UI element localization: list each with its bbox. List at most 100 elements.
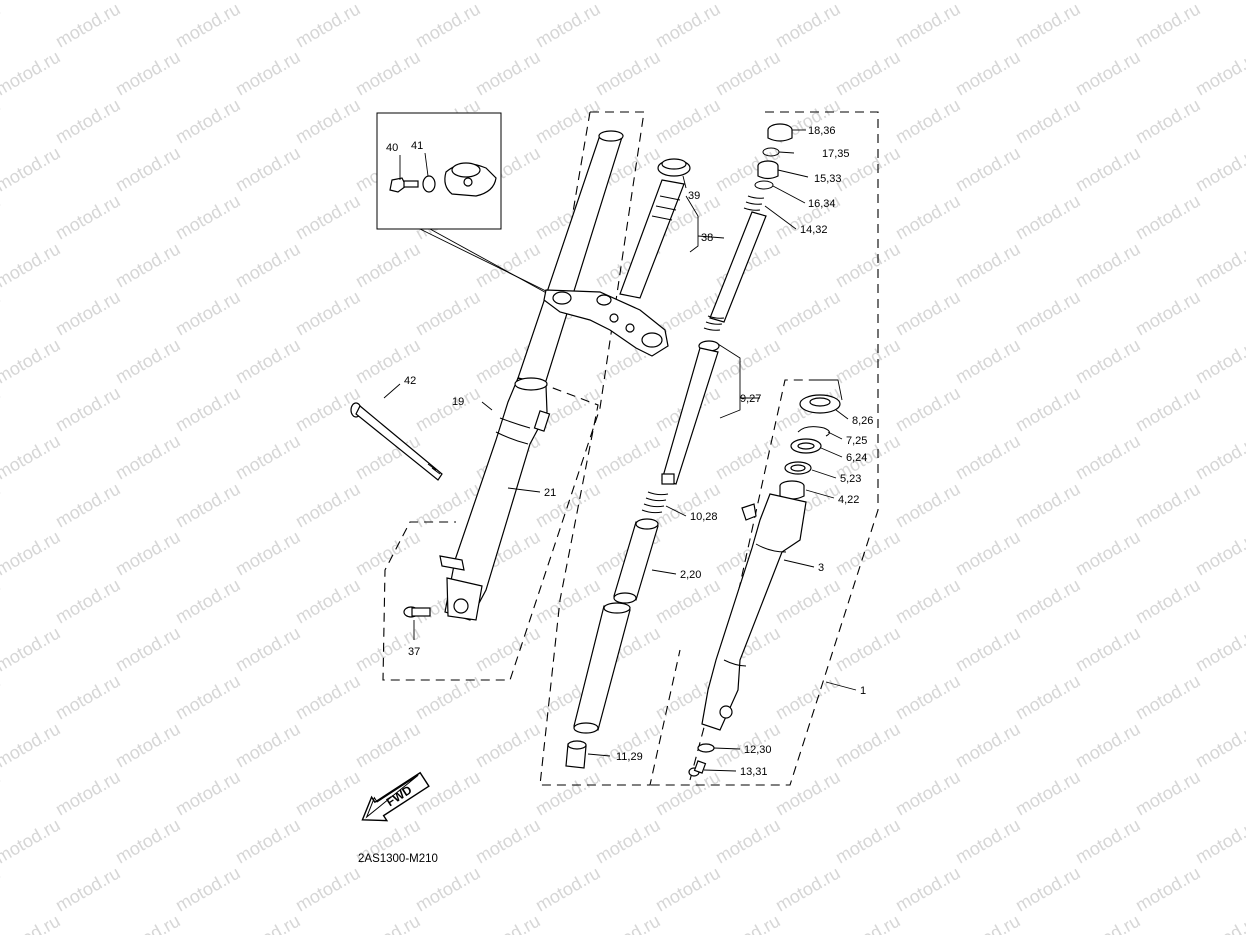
label-40: 40	[386, 142, 398, 154]
watermark-text: motod.ru	[352, 0, 424, 3]
watermark-text: motod.ru	[0, 287, 4, 340]
watermark-text: motod.ru	[292, 191, 364, 244]
watermark-text: motod.ru	[0, 0, 64, 3]
watermark-text: motod.ru	[472, 719, 544, 772]
watermark-text: motod.ru	[352, 239, 424, 292]
label-42: 42	[404, 375, 416, 387]
spacer-2-20-icon	[613, 518, 659, 604]
label-19: 19	[452, 396, 464, 408]
watermark-text: motod.ru	[292, 479, 364, 532]
label-10-28: 10,28	[690, 511, 718, 523]
watermark-text: motod.ru	[832, 527, 904, 580]
watermark-text: motod.ru	[172, 863, 244, 916]
watermark-text: motod.ru	[592, 47, 664, 100]
watermark-text: motod.ru	[892, 671, 964, 724]
watermark-text: motod.ru	[412, 287, 484, 340]
watermark-text: motod.ru	[52, 767, 124, 820]
watermark-text: motod.ru	[1012, 479, 1084, 532]
watermark-text: motod.ru	[1012, 767, 1084, 820]
watermark-text: motod.ru	[772, 575, 844, 628]
watermark-text: motod.ru	[1012, 0, 1084, 51]
label-14-32: 14,32	[800, 224, 828, 236]
watermark-text: motod.ru	[52, 383, 124, 436]
cap-bolt-18-36-icon	[767, 123, 793, 142]
watermark-text: motod.ru	[52, 671, 124, 724]
label-12-30: 12,30	[744, 744, 772, 756]
watermark-text: motod.ru	[1192, 47, 1246, 100]
watermark-text: motod.ru	[172, 191, 244, 244]
watermark-text: motod.ru	[292, 863, 364, 916]
watermark-text: motod.ru	[472, 0, 544, 3]
label-1: 1	[860, 685, 866, 697]
watermark-text: motod.ru	[712, 911, 784, 935]
watermark-text: motod.ru	[52, 479, 124, 532]
watermark-text: motod.ru	[532, 95, 604, 148]
bushing-5-23-icon	[784, 461, 812, 475]
outer-tube-21-icon	[439, 377, 551, 621]
watermark-text: motod.ru	[772, 863, 844, 916]
watermark-text: motod.ru	[172, 0, 244, 51]
label-17-35: 17,35	[822, 148, 850, 160]
watermark-text: motod.ru	[352, 911, 424, 935]
watermark-text: motod.ru	[772, 767, 844, 820]
watermark-text: motod.ru	[1132, 479, 1204, 532]
watermark-text: motod.ru	[352, 527, 424, 580]
watermark-text: motod.ru	[412, 383, 484, 436]
watermark-text: motod.ru	[1192, 0, 1246, 3]
watermark-text: motod.ru	[892, 863, 964, 916]
watermark-text: motod.ru	[832, 911, 904, 935]
bolt-37-icon	[403, 606, 431, 618]
under-bracket-icon	[543, 289, 669, 357]
watermark-text: motod.ru	[652, 767, 724, 820]
watermark-text: motod.ru	[232, 815, 304, 868]
watermark-text: motod.ru	[652, 95, 724, 148]
watermark-text: motod.ru	[112, 335, 184, 388]
label-41: 41	[411, 140, 423, 152]
label-7-25: 7,25	[846, 435, 867, 447]
part-labels: 18,36 17,35 15,33 16,34 14,32 39 38 9,27…	[386, 125, 873, 778]
watermark-text: motod.ru	[292, 0, 364, 51]
watermark-text: motod.ru	[652, 0, 724, 51]
watermark-text: motod.ru	[1072, 623, 1144, 676]
watermark-text: motod.ru	[112, 143, 184, 196]
watermark-text: motod.ru	[232, 47, 304, 100]
watermark-text: motod.ru	[412, 767, 484, 820]
watermark-text: motod.ru	[652, 863, 724, 916]
watermark-text: motod.ru	[112, 239, 184, 292]
watermark-text: motod.ru	[232, 239, 304, 292]
watermark-text: motod.ru	[1192, 143, 1246, 196]
watermark-text: motod.ru	[292, 575, 364, 628]
spring-seat-15-33-icon	[757, 160, 779, 180]
watermark-text: motod.ru	[52, 0, 124, 51]
label-3: 3	[818, 562, 824, 574]
watermark-text: motod.ru	[0, 623, 64, 676]
watermark-text: motod.ru	[1072, 239, 1144, 292]
watermark-text: motod.ru	[0, 143, 64, 196]
watermark-text: motod.ru	[472, 911, 544, 935]
cap-39-icon	[657, 158, 691, 177]
watermark-text: motod.ru	[1192, 239, 1246, 292]
watermark-text: motod.ru	[1192, 335, 1246, 388]
watermark-text: motod.ru	[112, 719, 184, 772]
label-21: 21	[544, 487, 556, 499]
watermark-text: motod.ru	[952, 431, 1024, 484]
watermark-text: motod.ru	[652, 479, 724, 532]
watermark-text: motod.ru	[352, 719, 424, 772]
watermark-text: motod.ru	[0, 47, 64, 100]
watermark-text: motod.ru	[172, 575, 244, 628]
watermark-text: motod.ru	[1012, 575, 1084, 628]
watermark-text: motod.ru	[232, 527, 304, 580]
watermark-text: motod.ru	[0, 383, 4, 436]
watermark-text: motod.ru	[952, 719, 1024, 772]
watermark-text: motod.ru	[892, 767, 964, 820]
oring-16-34-icon	[754, 180, 774, 190]
inset-leader-1	[419, 228, 549, 293]
watermark-text: motod.ru	[172, 671, 244, 724]
watermark-text: motod.ru	[232, 335, 304, 388]
watermark-text: motod.ru	[712, 47, 784, 100]
watermark-text: motod.ru	[0, 815, 64, 868]
watermark-text: motod.ru	[832, 719, 904, 772]
watermark-text: motod.ru	[1072, 143, 1144, 196]
leader-lines	[383, 129, 857, 772]
watermark-text: motod.ru	[1012, 191, 1084, 244]
